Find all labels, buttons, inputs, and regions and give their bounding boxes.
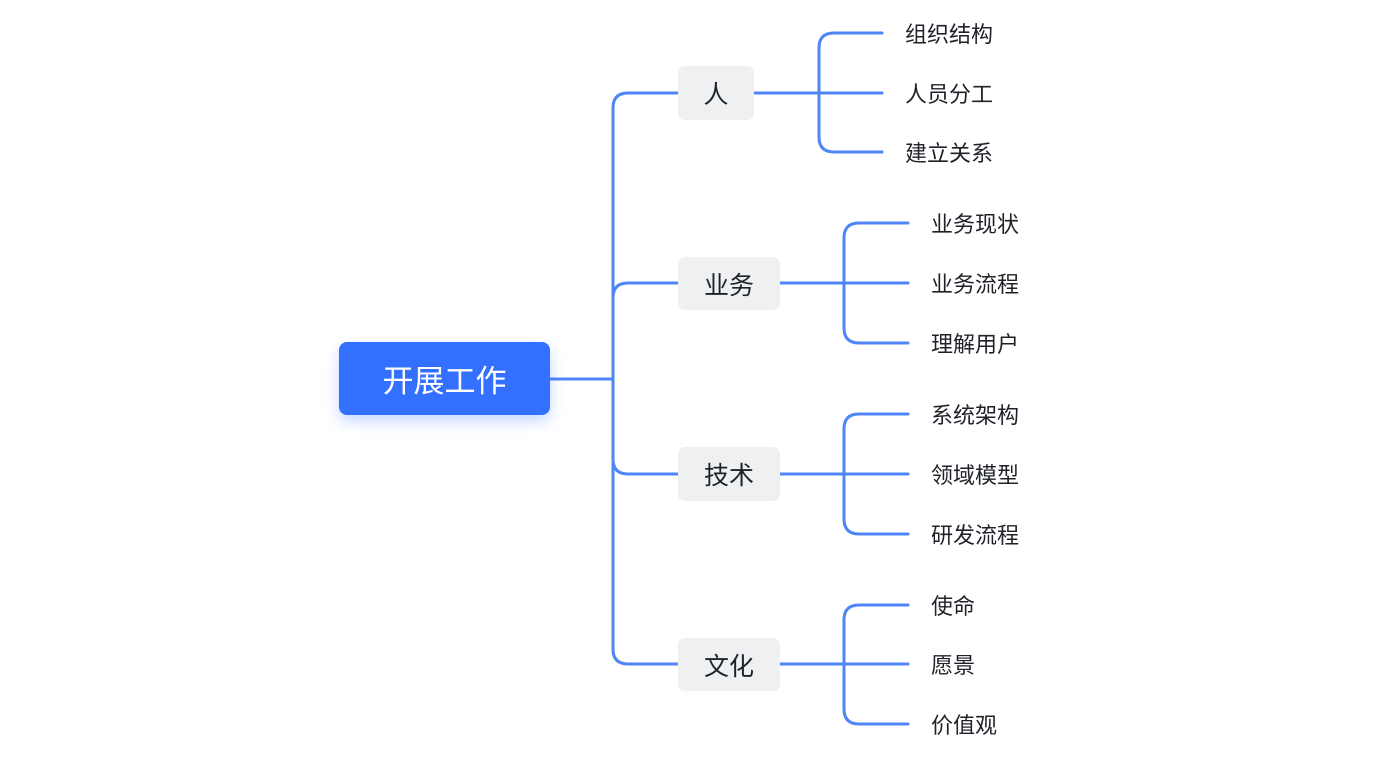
root-label: 开展工作 — [382, 364, 507, 400]
leaf-node-renyuanfengong[interactable]: 人员分工 — [905, 78, 1005, 108]
leaf-link-shiming — [842, 603, 910, 622]
leaf-link-yewuxianzhuang — [842, 221, 910, 240]
leaf-node-yuanjing[interactable]: 愿景 — [931, 649, 1011, 679]
branch-link-jishu — [611, 457, 680, 476]
leaf-label-zuzhijiegou: 组织结构 — [905, 23, 994, 48]
leaf-node-shiming[interactable]: 使命 — [931, 590, 1011, 620]
leaf-node-lingyumoxing[interactable]: 领域模型 — [931, 459, 1031, 489]
leaf-link-yanfaliucheng — [842, 517, 910, 536]
leaf-node-lijieyonghu[interactable]: 理解用户 — [931, 328, 1031, 358]
leaf-node-yewuxianzhuang[interactable]: 业务现状 — [931, 208, 1031, 238]
leaf-link-lijieyonghu — [842, 326, 910, 345]
branch-node-wenhua[interactable]: 文化 — [678, 638, 780, 691]
branch-link-ren — [611, 91, 680, 110]
leaf-label-yewuxianzhuang: 业务现状 — [931, 213, 1020, 238]
leaf-link-zuzhijiegou — [817, 31, 884, 50]
branch-node-ren[interactable]: 人 — [678, 66, 754, 120]
leaf-node-jiazhiguan[interactable]: 价值观 — [931, 709, 1021, 739]
branch-label-wenhua: 文化 — [703, 651, 754, 681]
branch-label-ren: 人 — [703, 80, 729, 109]
leaf-link-jiazhiguan — [842, 707, 910, 726]
leaf-label-jiazhiguan: 价值观 — [931, 714, 998, 739]
leaf-label-xitongjiagou: 系统架构 — [931, 404, 1020, 429]
branch-link-wenhua — [611, 647, 680, 666]
branch-link-yewu — [611, 281, 680, 300]
leaf-label-yewuliucheng: 业务流程 — [931, 273, 1020, 298]
leaf-node-zuzhijiegou[interactable]: 组织结构 — [905, 18, 1005, 48]
leaf-label-lijieyonghu: 理解用户 — [931, 333, 1020, 358]
branch-node-jishu[interactable]: 技术 — [678, 447, 780, 501]
leaf-label-shiming: 使命 — [931, 595, 976, 620]
leaf-node-yanfaliucheng[interactable]: 研发流程 — [931, 519, 1031, 549]
branch-node-yewu[interactable]: 业务 — [678, 257, 780, 310]
leaf-label-jianliguanxi: 建立关系 — [905, 142, 994, 167]
leaf-link-xitongjiagou — [842, 412, 910, 431]
leaf-node-yewuliucheng[interactable]: 业务流程 — [931, 268, 1031, 298]
leaf-label-lingyumoxing: 领域模型 — [931, 464, 1020, 489]
leaf-label-yanfaliucheng: 研发流程 — [931, 524, 1020, 549]
leaf-node-xitongjiagou[interactable]: 系统架构 — [931, 399, 1031, 429]
leaf-label-renyuanfengong: 人员分工 — [905, 83, 994, 108]
leaf-link-jianliguanxi — [817, 135, 884, 154]
branch-label-jishu: 技术 — [703, 461, 754, 490]
root-node[interactable]: 开展工作 — [339, 342, 550, 415]
leaf-node-jianliguanxi[interactable]: 建立关系 — [905, 137, 1005, 167]
leaf-label-yuanjing: 愿景 — [931, 654, 976, 679]
branch-label-yewu: 业务 — [703, 270, 754, 300]
